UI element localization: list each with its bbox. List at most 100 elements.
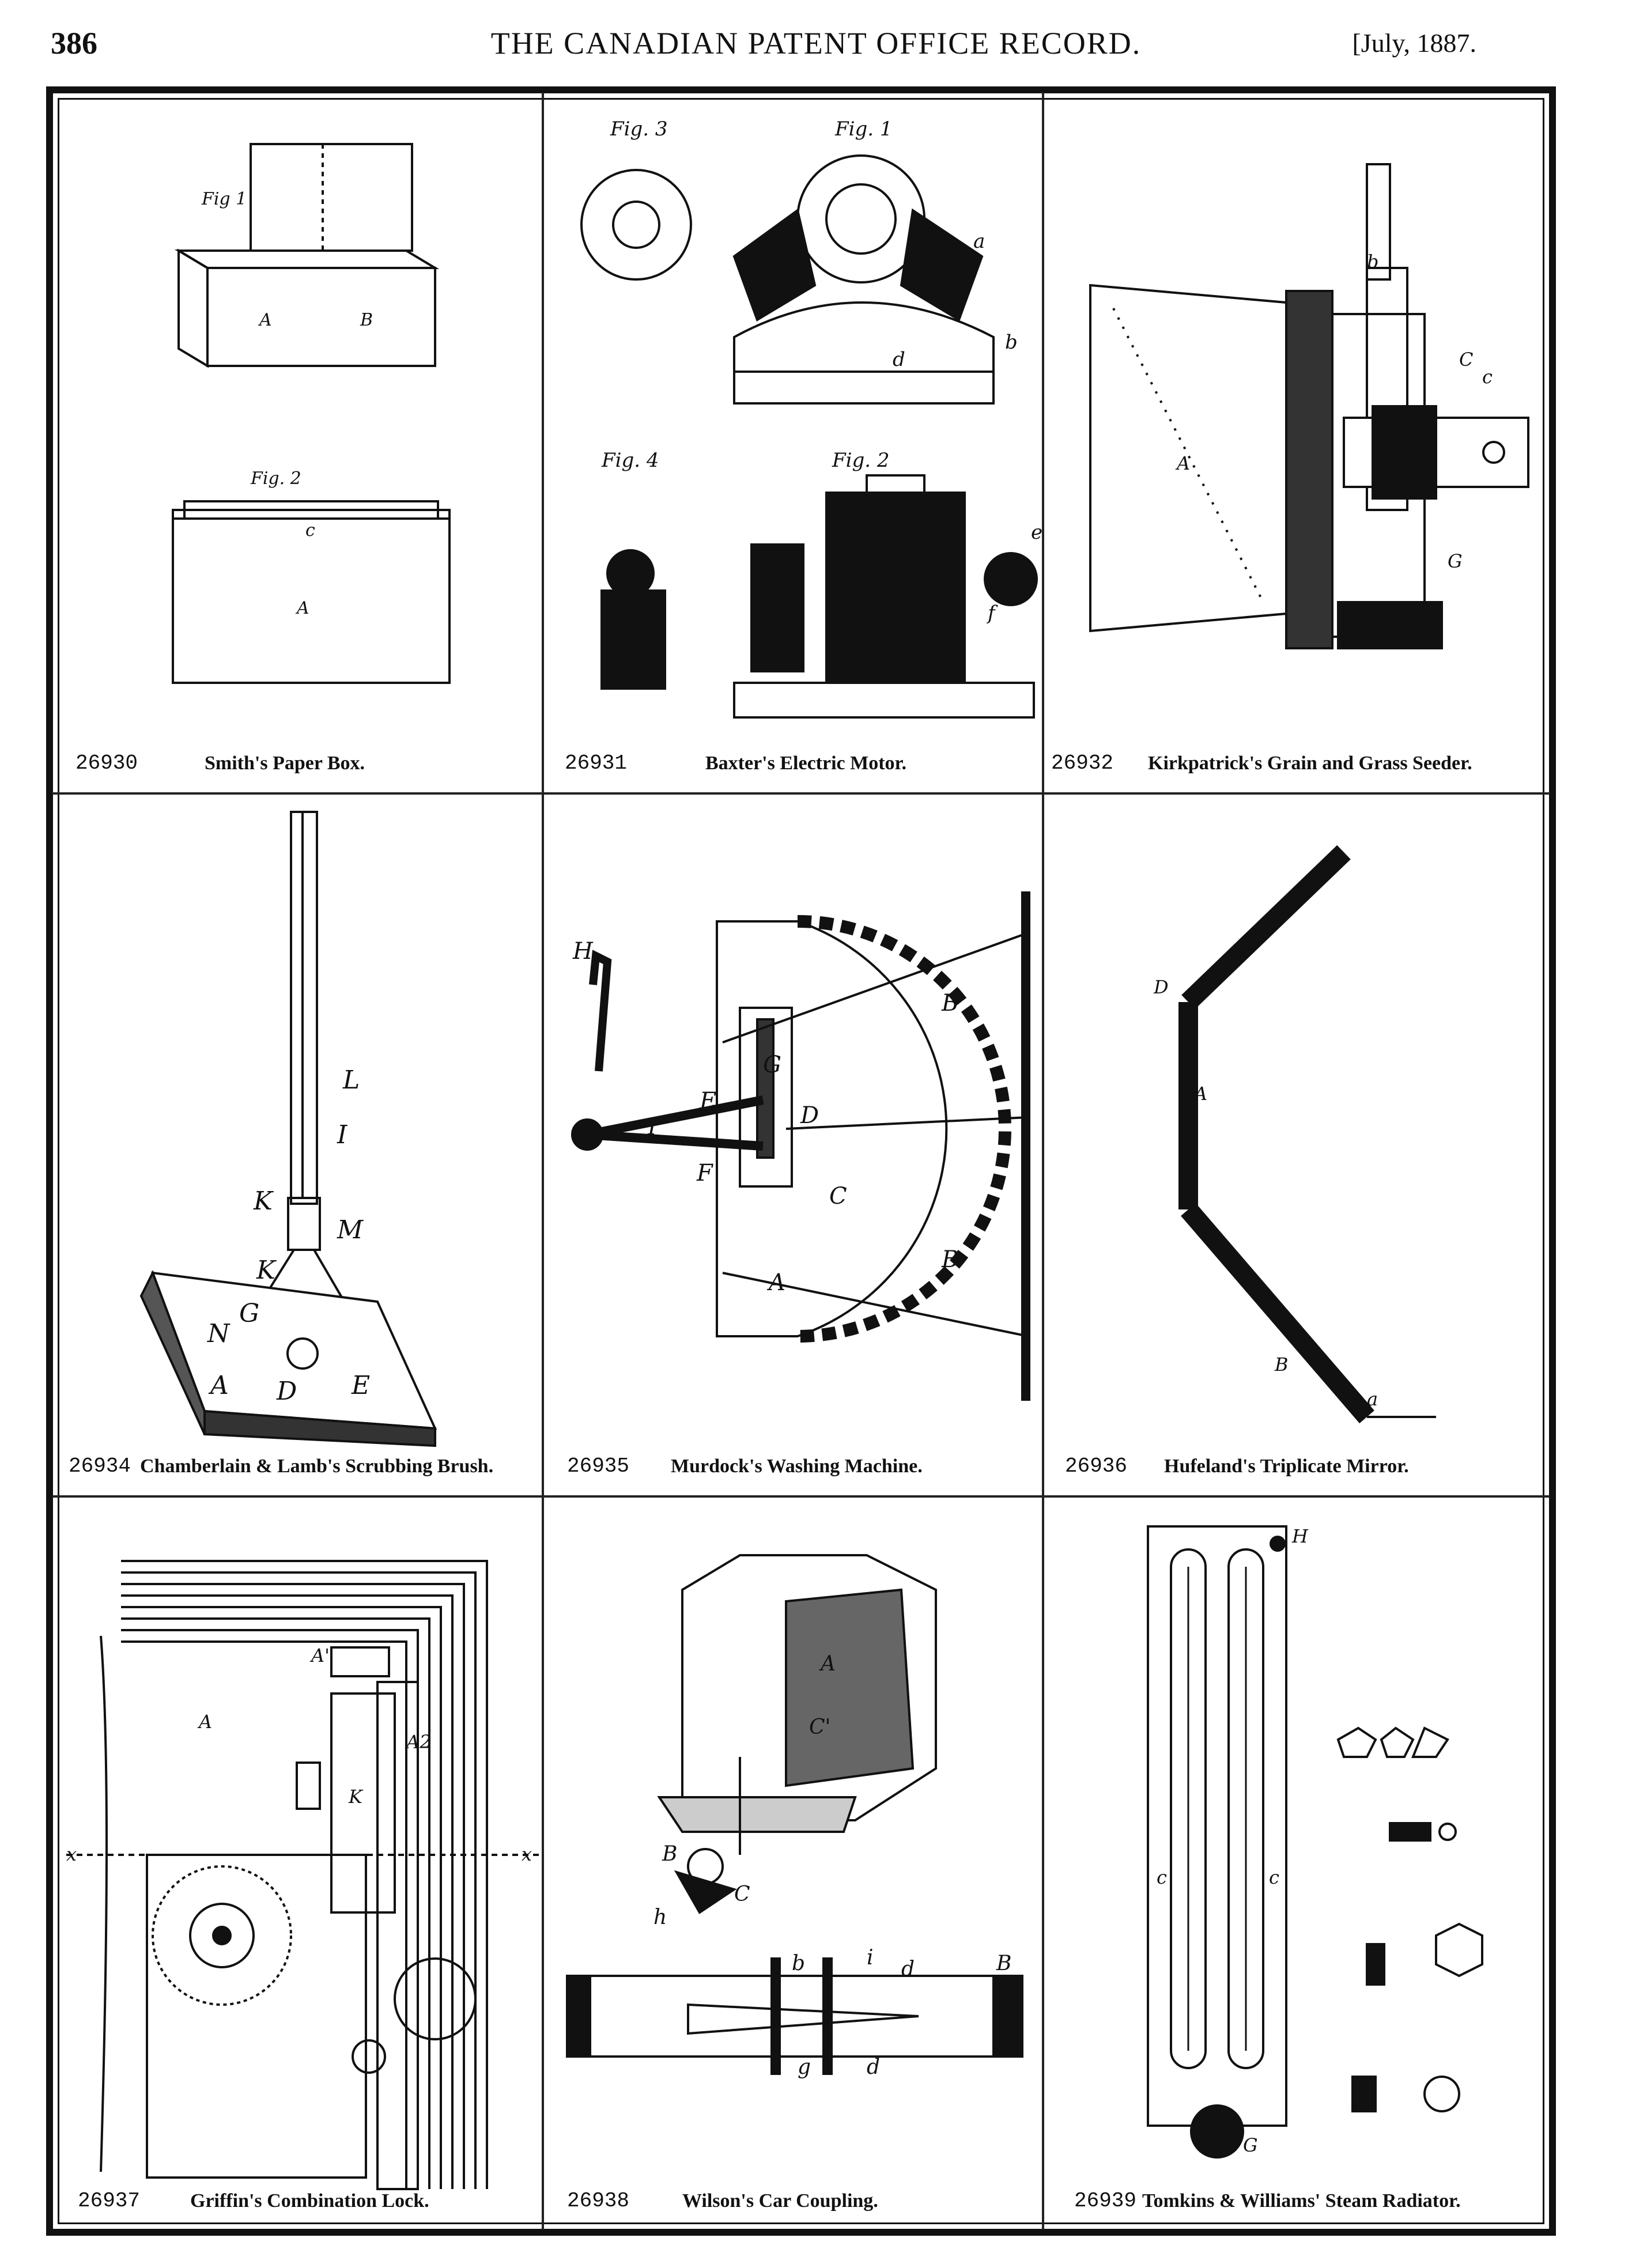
patent-number: 26931 xyxy=(565,751,628,775)
part-label: c xyxy=(305,520,315,540)
part-label: c xyxy=(1240,939,1251,961)
patent-title: Baxter's Electric Motor. xyxy=(705,753,906,774)
part-label: d xyxy=(901,1957,915,1981)
part-label: d xyxy=(893,348,905,371)
part-label: c xyxy=(1157,1866,1167,1888)
part-label: H xyxy=(1291,1525,1309,1547)
patent-caption: 26931 Baxter's Electric Motor. xyxy=(544,746,1042,781)
patent-caption: 26934 Chamberlain & Lamb's Scrubbing Bru… xyxy=(55,1449,542,1484)
patent-caption: 26935 Murdock's Washing Machine. xyxy=(544,1449,1042,1484)
patent-title: Murdock's Washing Machine. xyxy=(671,1456,923,1477)
fig-label: Fig 1 xyxy=(201,189,247,209)
patent-number: 26938 xyxy=(567,2189,630,2213)
part-label: C xyxy=(1459,349,1473,371)
part-label: E xyxy=(699,1088,716,1114)
part-label: i xyxy=(867,1946,874,1970)
patent-cell-26930: Fig 1 Fig. 2 A B c A 26930 Smith's Paper… xyxy=(55,95,542,792)
patent-cell-26936: c c D A B a 26936 Hufeland's Triplicate … xyxy=(1044,795,1550,1495)
part-label: K xyxy=(253,1186,274,1216)
fig-label: Fig. 1 xyxy=(834,118,892,141)
part-label: G xyxy=(239,1299,259,1328)
combination-lock-drawing: A A' A2 K x x xyxy=(66,1560,539,2190)
part-label: A xyxy=(197,1711,212,1733)
patent-cell-26931: Fig. 3 Fig. 1 Fig. 4 Fig. 2 a b d e f 26… xyxy=(544,95,1042,792)
part-label: A xyxy=(258,310,272,330)
plate-frame-inner xyxy=(58,98,1544,2224)
patent-number: 26935 xyxy=(567,1454,630,1478)
part-label: I xyxy=(337,1120,348,1150)
grid-divider-v2 xyxy=(1042,92,1044,2230)
page-number: 386 xyxy=(51,26,97,61)
part-label: B xyxy=(1274,1354,1289,1375)
washing-machine-drawing: H I E G D F C B B A xyxy=(571,891,1030,1401)
patent-title: Griffin's Combination Lock. xyxy=(190,2190,429,2212)
fig-label: Fig. 3 xyxy=(610,118,667,141)
part-label: d xyxy=(867,2055,880,2079)
part-label: M xyxy=(337,1215,364,1245)
part-label: B xyxy=(360,310,373,330)
scrubbing-brush-drawing: L I K M K A D E N G xyxy=(139,811,437,1447)
part-label: C xyxy=(829,1183,847,1209)
part-label: K xyxy=(256,1256,277,1285)
patent-number: 26937 xyxy=(78,2189,141,2213)
car-coupling-drawing: A C' B C h b i d B g d xyxy=(566,1554,1023,2079)
patent-title: Smith's Paper Box. xyxy=(205,753,365,774)
part-label: B xyxy=(941,990,958,1016)
part-label: G xyxy=(1243,2134,1258,2156)
part-label: B xyxy=(996,1952,1011,1975)
patent-cell-26937: A A' A2 K x x 26937 Griffin's Combinatio… xyxy=(55,1498,542,2230)
part-label: G xyxy=(763,1052,781,1078)
patent-caption: 26939 Tomkins & Williams' Steam Radiator… xyxy=(1044,2184,1550,2218)
patent-number: 26932 xyxy=(1051,751,1114,775)
electric-motor-drawing: Fig. 3 Fig. 1 Fig. 4 Fig. 2 a b d e f xyxy=(580,118,1042,719)
patent-caption: 26936 Hufeland's Triplicate Mirror. xyxy=(1044,1449,1550,1484)
patent-cell-26935: H I E G D F C B B A 26935 Murdock's Wash… xyxy=(544,795,1042,1495)
part-label: D xyxy=(800,1102,819,1129)
part-label: a xyxy=(1367,1388,1378,1410)
paper-box-drawing: Fig 1 Fig. 2 A B c A xyxy=(172,143,451,684)
part-label: E xyxy=(351,1371,370,1400)
part-label: D xyxy=(1153,976,1169,998)
triplicate-mirror-drawing: c c D A B a xyxy=(1153,845,1436,1424)
patent-title: Chamberlain & Lamb's Scrubbing Brush. xyxy=(140,1456,494,1477)
patent-cell-26938: A C' B C h b i d B g d 26938 Wilson's Ca… xyxy=(544,1498,1042,2230)
journal-title: THE CANADIAN PATENT OFFICE RECORD. xyxy=(490,26,1142,61)
part-label: h xyxy=(653,1906,667,1929)
fig-label: Fig. 2 xyxy=(250,468,301,489)
part-label: A' xyxy=(309,1645,330,1666)
steam-radiator-drawing: H c c G xyxy=(1147,1525,1483,2159)
grain-seeder-drawing: A C G b c xyxy=(1089,163,1529,649)
part-label: b xyxy=(1005,331,1018,354)
part-label: A2 xyxy=(405,1731,431,1753)
patent-cell-26939: H c c G 26939 Tomkins & Williams' Steam … xyxy=(1044,1498,1550,2230)
part-label: K xyxy=(348,1786,364,1808)
part-label: b xyxy=(792,1952,805,1975)
part-label: c xyxy=(1269,1866,1279,1888)
axis-mark: x xyxy=(66,1843,77,1865)
part-label: c xyxy=(1482,366,1493,388)
part-label: a xyxy=(973,230,985,253)
patent-cell-26932: A C G b c 26932 Kirkpatrick's Grain and … xyxy=(1044,95,1550,792)
part-label: f xyxy=(986,602,998,625)
patent-number: 26936 xyxy=(1065,1454,1128,1478)
part-label: I xyxy=(647,1114,658,1140)
part-label: A xyxy=(766,1269,785,1296)
part-label: g xyxy=(798,2055,811,2079)
patent-caption: 26932 Kirkpatrick's Grain and Grass Seed… xyxy=(1044,746,1550,781)
part-label: e xyxy=(1031,521,1042,544)
patent-title: Tomkins & Williams' Steam Radiator. xyxy=(1142,2190,1461,2212)
part-label: c xyxy=(1280,898,1291,920)
part-label: A xyxy=(208,1371,229,1400)
part-label: A xyxy=(1192,1083,1207,1105)
part-label: H xyxy=(572,938,594,965)
part-label: b xyxy=(1367,251,1378,273)
fig-label: Fig. 2 xyxy=(832,449,889,472)
axis-mark: x xyxy=(522,1843,532,1865)
fig-label: Fig. 4 xyxy=(601,449,659,472)
part-label: F xyxy=(696,1160,713,1186)
part-label: B xyxy=(941,1246,958,1273)
patent-caption: 26937 Griffin's Combination Lock. xyxy=(55,2184,542,2218)
patent-caption: 26938 Wilson's Car Coupling. xyxy=(544,2184,1042,2218)
part-label: A xyxy=(1175,452,1190,474)
part-label: C xyxy=(734,1883,750,1906)
